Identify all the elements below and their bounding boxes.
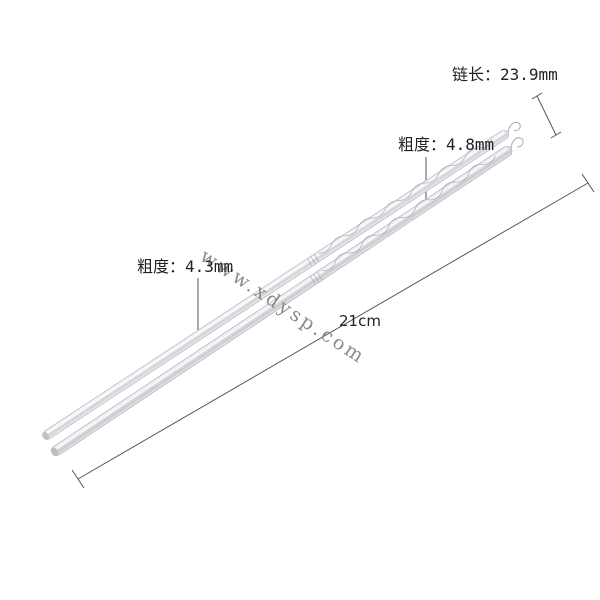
chopstick-b-engraving (309, 155, 496, 285)
length-dimension (71, 173, 595, 489)
chopstick-b-tip (50, 447, 59, 457)
length-dimension-line (77, 182, 589, 480)
chain-length-label: 链长：23.9mm (452, 65, 558, 84)
chopstick-a-chain (507, 121, 521, 133)
length-label: 21cm (339, 312, 381, 330)
thickness-left-label: 粗度：4.3mm (137, 257, 234, 276)
chain-length-bracket (531, 92, 562, 139)
chopstick-b-chain (510, 137, 524, 149)
chain-bracket-line (536, 95, 557, 136)
chopstick-a (42, 121, 521, 441)
chopstick-b (50, 137, 524, 457)
thickness-top-label: 粗度：4.8mm (398, 135, 495, 154)
chopstick-a-tip (42, 431, 50, 441)
length-tick-right (581, 173, 595, 193)
chain-bracket-tick-top (531, 92, 543, 100)
chopstick-a-engraving (306, 138, 493, 267)
length-tick-left (71, 469, 85, 489)
chain-bracket-tick-bottom (550, 131, 562, 139)
